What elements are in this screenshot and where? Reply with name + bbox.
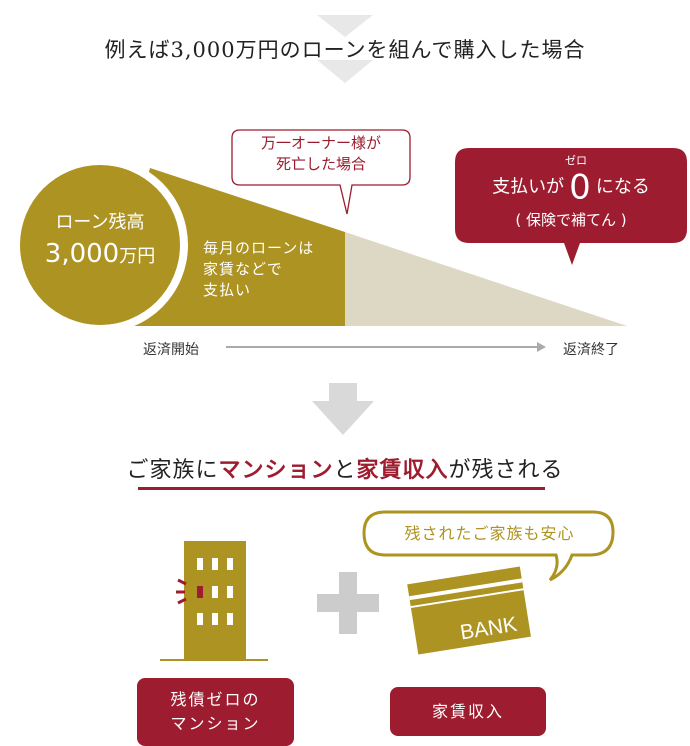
relief-bubble-text: 残されたご家族も安心: [404, 524, 575, 543]
plus-icon: [317, 572, 379, 634]
text-line: マンション: [170, 714, 261, 733]
text-line: 家賃などで: [203, 260, 283, 278]
text-line: 万一オーナー様が: [260, 134, 381, 152]
heading-underline: [138, 487, 545, 490]
down-arrow-icon: [312, 383, 374, 435]
death-callout-text: 万一オーナー様が 死亡した場合: [232, 133, 410, 175]
heading-text: と: [333, 458, 357, 483]
axis-end-label: 返済終了: [563, 342, 619, 358]
heading-highlight: マンション: [218, 458, 334, 483]
bank-card-icon: BANK: [407, 566, 531, 655]
text-line: 支払い: [203, 281, 252, 299]
amount-value: 3,000: [44, 239, 120, 269]
heading-text: が残される: [448, 458, 564, 483]
monthly-payment-text: 毎月のローンは 家賃などで 支払い: [203, 238, 314, 301]
chevron-down-icon: [317, 60, 373, 83]
relief-bubble: [362, 510, 615, 582]
zero-value: 0: [569, 167, 591, 208]
page-title: 例えば3,000万円のローンを組んで購入した場合: [104, 38, 586, 62]
building-icon: [160, 541, 268, 661]
result-heading: ご家族にマンションと家賃収入が残される: [0, 452, 690, 484]
amount-unit: 万円: [119, 246, 156, 267]
death-callout-bubble: [231, 129, 411, 215]
zero-prefix: 支払いが: [492, 176, 565, 198]
chevron-down-icon: [317, 15, 373, 37]
zero-payment-bubble: [455, 148, 687, 265]
heading-highlight: 家賃収入: [356, 458, 449, 483]
circle-label: ローン残高: [55, 212, 145, 233]
arrow-head-icon: [537, 342, 546, 352]
zero-note: ( 保険で補てん ): [515, 211, 627, 229]
circle-amount: 3,000万円: [20, 238, 180, 273]
text-line: 死亡した場合: [275, 155, 366, 173]
insured-loan-area: [345, 232, 627, 326]
heading-text: ご家族に: [126, 458, 219, 483]
label-mansion: 残債ゼロの マンション: [137, 678, 294, 746]
loan-balance-circle: [20, 165, 180, 325]
zero-ruby: ゼロ: [565, 154, 587, 167]
label-rent-income: 家賃収入: [390, 687, 546, 736]
zero-suffix: になる: [595, 176, 650, 198]
text-line: 毎月のローンは: [203, 239, 315, 257]
zero-payment-text: ゼロ 支払いが 0 になる ( 保険で補てん ): [455, 148, 687, 229]
text-line: 残債ゼロの: [170, 690, 261, 709]
axis-start-label: 返済開始: [143, 342, 199, 358]
zero-main-line: 支払いが 0 になる: [455, 167, 687, 208]
